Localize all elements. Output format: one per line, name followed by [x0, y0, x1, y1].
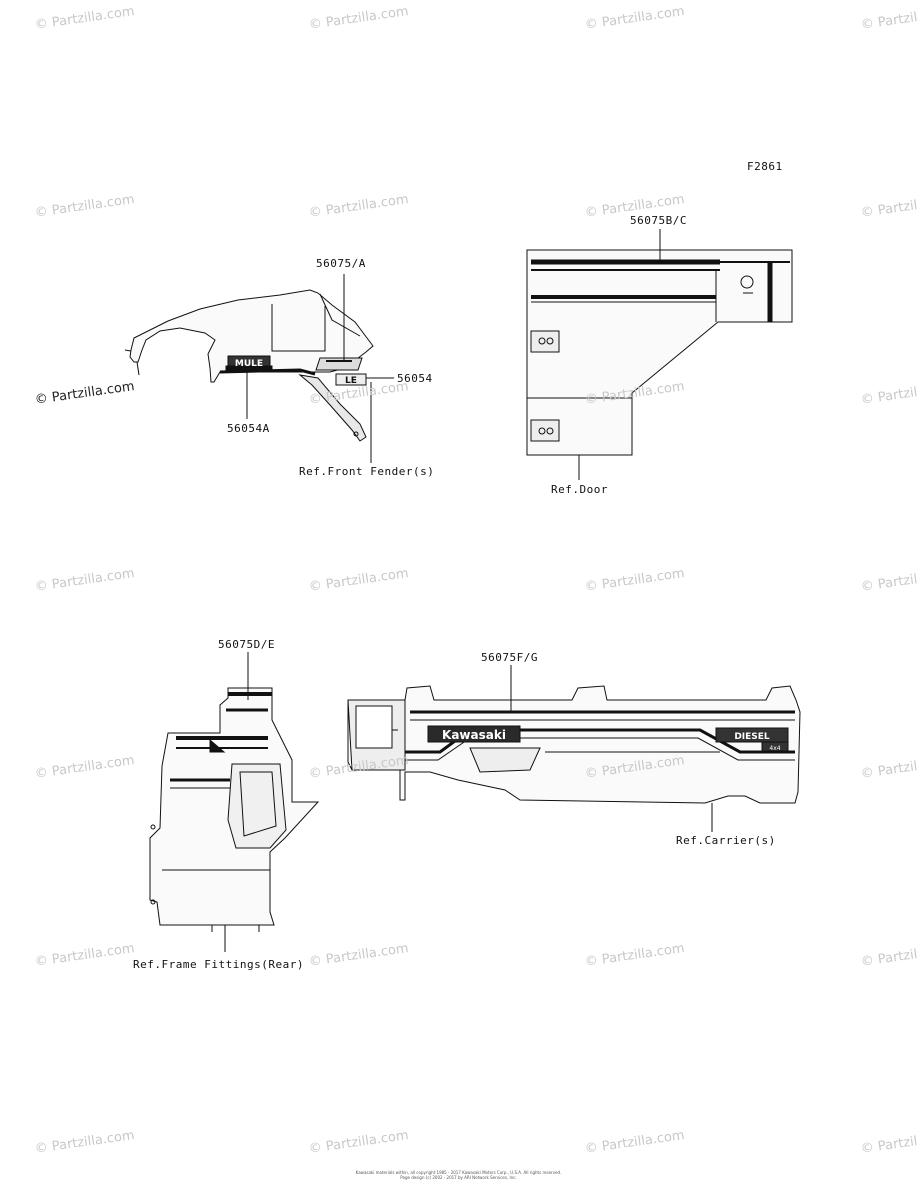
- decal-le: LE: [345, 376, 357, 386]
- front-fender-illustration: [124, 274, 394, 463]
- callout-56075-f-g[interactable]: 56075F/G: [481, 651, 538, 664]
- frame-fittings-illustration: [149, 652, 320, 952]
- callout-56075-d-e[interactable]: 56075D/E: [218, 638, 275, 651]
- ref-door: Ref.Door: [551, 483, 608, 496]
- figure-code: F2861: [747, 160, 783, 173]
- footer-line-1: Kawasaki materials within, all copyright…: [355, 1170, 562, 1175]
- decal-mule: MULE: [235, 359, 263, 369]
- ref-carrier: Ref.Carrier(s): [676, 834, 776, 847]
- callout-56075-b-c[interactable]: 56075B/C: [630, 214, 687, 227]
- decal-diesel: DIESEL: [734, 732, 770, 742]
- footer-line-2: Page design (c) 2002 - 2017 by ARI Netwo…: [400, 1175, 517, 1180]
- callout-56075-a[interactable]: 56075/A: [316, 257, 366, 270]
- callout-56054[interactable]: 56054: [397, 372, 433, 385]
- callout-56054a[interactable]: 56054A: [227, 422, 270, 435]
- decal-4x4: 4x4: [769, 745, 780, 752]
- carrier-illustration: [347, 665, 801, 832]
- decal-kawasaki: Kawasaki: [442, 728, 506, 742]
- ref-frame-fittings: Ref.Frame Fittings(Rear): [133, 958, 304, 971]
- copyright-footer: Kawasaki materials within, all copyright…: [280, 1170, 637, 1180]
- ref-front-fender: Ref.Front Fender(s): [299, 465, 435, 478]
- door-illustration: [526, 229, 793, 480]
